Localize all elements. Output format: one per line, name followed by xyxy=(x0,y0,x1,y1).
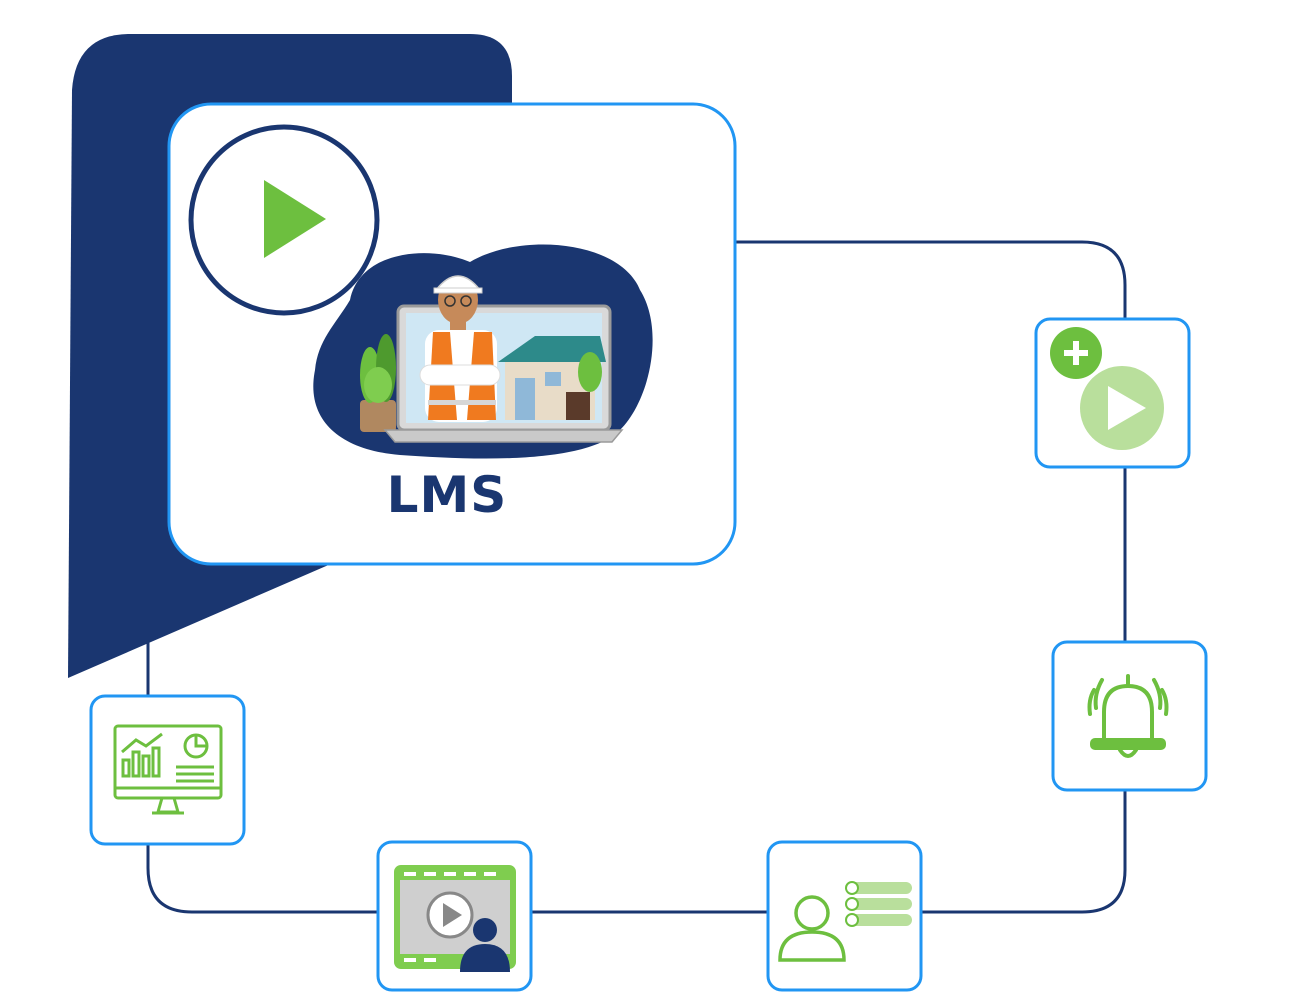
video-lesson-icon xyxy=(394,865,516,972)
plant-illustration xyxy=(360,334,396,432)
user-list-icon xyxy=(778,881,912,962)
add-video-node[interactable] xyxy=(1034,317,1191,469)
bell-ringing-icon xyxy=(1087,674,1169,758)
user-list-node[interactable] xyxy=(766,840,923,992)
analytics-dashboard-node[interactable] xyxy=(89,694,246,846)
lms-label: LMS xyxy=(387,466,508,524)
video-lesson-node[interactable] xyxy=(376,840,533,992)
add-video-icon xyxy=(1050,327,1164,450)
analytics-dashboard-icon xyxy=(113,724,223,815)
safety-worker-laptop-illustration xyxy=(313,244,653,459)
play-icon[interactable] xyxy=(188,124,380,316)
hero-card[interactable]: LMS xyxy=(167,102,737,566)
connector-loop xyxy=(146,240,1127,914)
notification-node[interactable] xyxy=(1051,640,1208,792)
worker-illustration xyxy=(419,275,501,422)
